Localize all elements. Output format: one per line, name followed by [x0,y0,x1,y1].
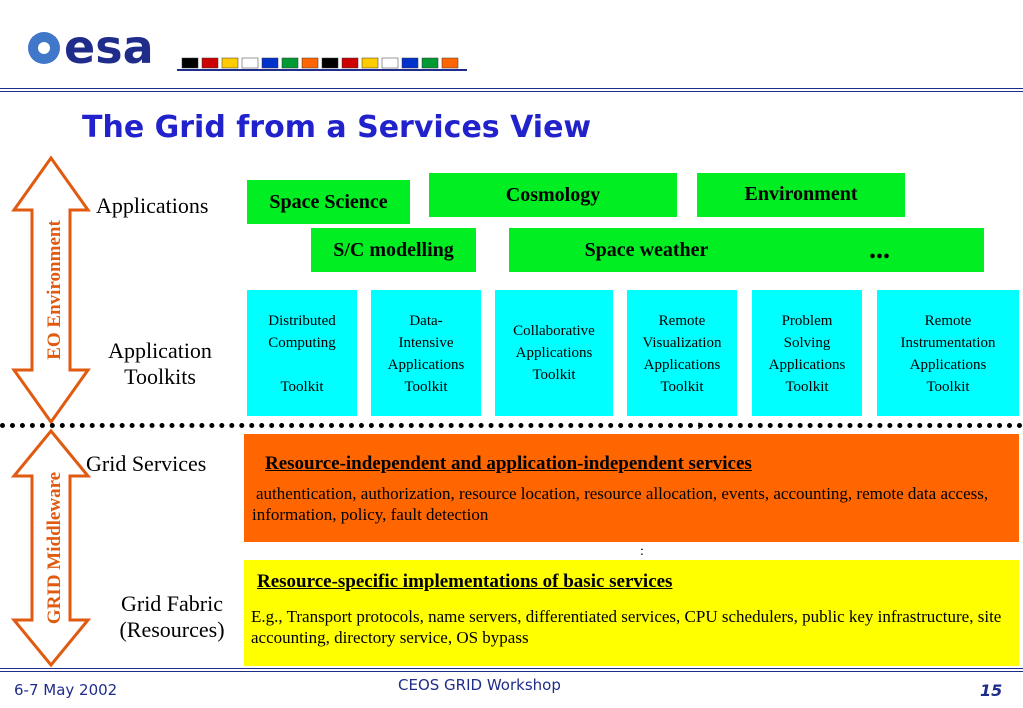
app-more: ... [775,228,984,272]
grid-services-heading: Resource-independent and application-ind… [265,453,752,474]
toolkit-remote-visualization: Remote Visualization Applications Toolki… [627,290,737,416]
app-space-science: Space Science [247,180,410,224]
toolkit-remote-instrumentation: Remote Instrumentation Applications Tool… [877,290,1019,416]
member-flag [401,57,419,69]
header-rule [0,88,1023,89]
member-flag [181,57,199,69]
footer-rule [0,668,1023,669]
member-flag [361,57,379,69]
application-toolkits-label: Application Toolkits [92,338,228,390]
toolkit-distributed-computing: Distributed Computing Toolkit [247,290,357,416]
member-flag [301,57,319,69]
app-cosmology: Cosmology [429,173,677,217]
member-flag [201,57,219,69]
footer-date: 6-7 May 2002 [14,681,118,699]
member-flag [261,57,279,69]
grid-fabric-label-line2: (Resources) [119,617,225,642]
header-rule-2 [0,91,1023,92]
toolkit-problem-solving: Problem Solving Applications Toolkit [752,290,862,416]
grid-fabric-body: E.g., Transport protocols, name servers,… [251,607,1002,647]
member-flag [421,57,439,69]
toolkit-data-intensive: Data- Intensive Applications Toolkit [371,290,481,416]
applications-label: Applications [96,193,209,218]
app-space-weather: Space weather [509,228,784,272]
footer-event: CEOS GRID Workshop [398,676,561,694]
app-sc-modelling: S/C modelling [311,228,476,272]
member-flag [221,57,239,69]
dotted-separator [0,423,1023,428]
toolkit-collaborative: Collaborative Applications Toolkit [495,290,613,416]
grid-fabric-label-line1: Grid Fabric [120,591,224,616]
application-toolkits-label-line1: Application [108,338,212,363]
footer-rule-2 [0,671,1023,672]
separator-colon: : [697,418,701,433]
eo-environment-arrow: EO Environment [11,155,91,425]
grid-middleware-label: GRID Middleware [44,472,65,624]
grid-fabric-heading: Resource-specific implementations of bas… [257,571,673,592]
member-flag [441,57,459,69]
services-colon: : [640,544,644,559]
grid-fabric-box: Resource-specific implementations of bas… [244,560,1019,666]
member-flag [381,57,399,69]
grid-fabric-label: Grid Fabric (Resources) [100,591,244,643]
member-flag [281,57,299,69]
svg-text:esa: esa [64,20,154,74]
member-flag [241,57,259,69]
page-number: 15 [980,681,1003,700]
application-toolkits-label-line2: Toolkits [124,364,196,389]
app-environment: Environment [697,173,905,217]
member-flag [341,57,359,69]
grid-middleware-arrow: GRID Middleware [10,428,92,668]
eo-environment-label: EO Environment [44,220,65,360]
esa-logo: esa [28,20,467,74]
grid-services-body: authentication, authorization, resource … [252,484,989,524]
page-title: The Grid from a Services View [82,110,592,145]
grid-services-box: Resource-independent and application-ind… [244,434,1019,542]
grid-services-label: Grid Services [86,451,207,476]
member-flag [321,57,339,69]
